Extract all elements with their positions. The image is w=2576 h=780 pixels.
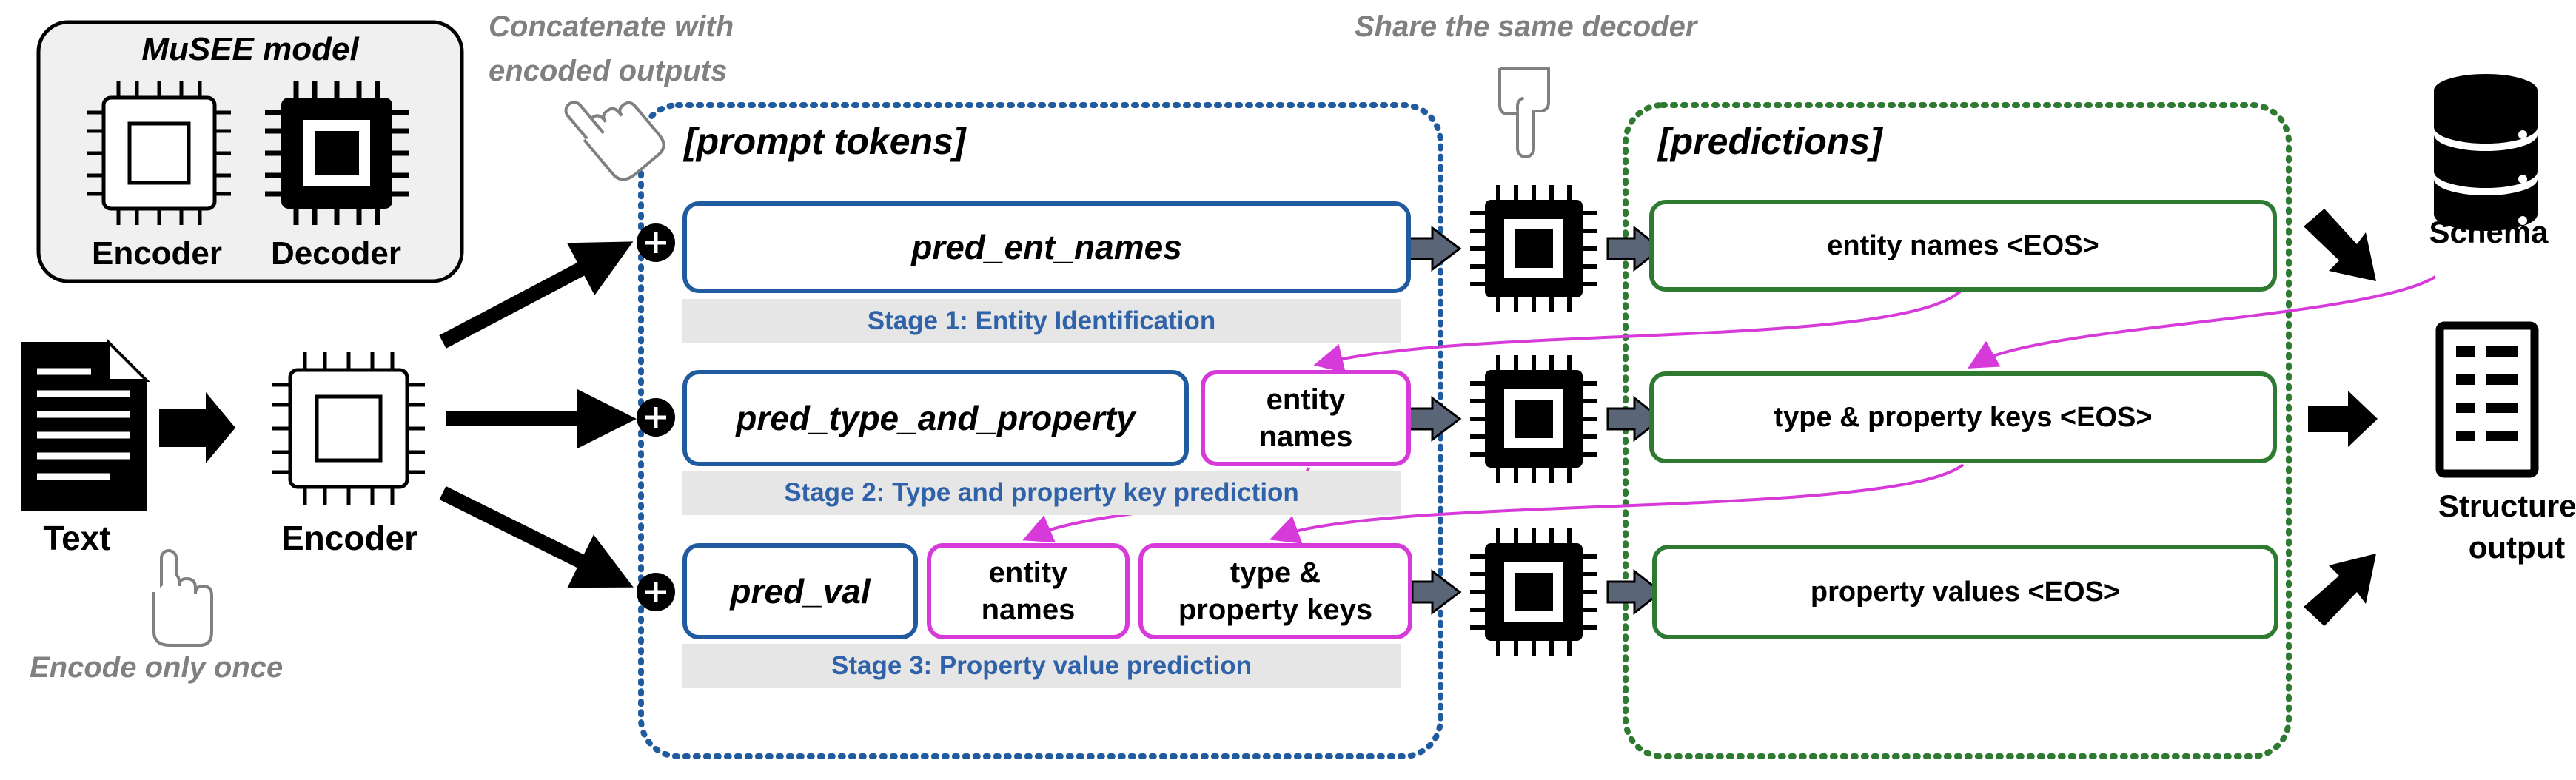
pred1-to-output-arrow [2304,209,2376,281]
plus-circle-icon [637,573,675,611]
predictions-title: [predictions] [1658,121,1882,162]
chip-filled-icon [1470,355,1597,483]
decoder2-to-prediction-arrow [1606,395,1663,443]
token-type-property-keys: type & property keys [1138,543,1412,639]
schema-to-stage2-curve [1968,275,2437,369]
token-type-keys-line1: type & [1230,557,1321,589]
pointing-hand-icon [152,549,213,647]
chip-outline-icon [272,352,425,505]
token-entity-names-stage2: entity names [1201,370,1411,466]
token-entity-names-line2: names [981,594,1076,626]
pointing-hand-icon [1498,67,1550,158]
encoder-to-stage1-arrow [439,241,634,349]
prediction-entity-names-label: entity names <EOS> [1827,229,2099,261]
prediction-type-property-keys-label: type & property keys <EOS> [1774,401,2153,433]
prediction-type-property-keys: type & property keys <EOS> [1649,371,2277,463]
token-entity-names-line1: entity [1266,383,1346,416]
pred3-to-output-arrow [2304,554,2376,626]
prompt-pred-ent-names: pred_ent_names [682,201,1411,293]
pointing-hand-icon [564,101,665,181]
stage2-label: Stage 2: Type and property key predictio… [682,471,1401,515]
model-box-title: MuSEE model [141,31,359,67]
token-entity-names-stage3: entity names [927,543,1130,639]
entity-names-to-stage2-curve [1313,290,1962,373]
plus-circle-icon [637,223,675,262]
document-icon [21,338,150,511]
structured-output-label-line2: output [2468,530,2566,565]
decoder1-to-prediction-arrow [1606,225,1663,272]
prompt-pred-ent-names-label: pred_ent_names [911,228,1182,266]
prompt1-to-decoder-arrow [1405,225,1462,272]
encoder-to-stage3-arrow [439,486,634,588]
text-label: Text [43,519,111,557]
prediction-property-values: property values <EOS> [1652,545,2278,639]
token-entity-names-line1: entity [988,557,1068,589]
database-icon [2434,74,2538,231]
token-type-keys-line2: property keys [1178,594,1373,626]
concatenate-annotation-line1: Concatenate with [489,10,734,43]
predictions-container [1623,102,2292,759]
stage3-label: Stage 3: Property value prediction [682,644,1401,688]
stage1-label: Stage 1: Entity Identification [682,299,1401,343]
prompt-pred-val-label: pred_val [730,572,871,611]
chip-filled-icon [265,81,409,225]
pred2-to-output-arrow [2308,391,2378,447]
plus-circle-icon [637,398,675,437]
prediction-entity-names: entity names <EOS> [1649,200,2277,292]
prompt-pred-val: pred_val [682,543,918,639]
concatenate-annotation-line2: encoded outputs [489,55,728,87]
prediction-property-values-label: property values <EOS> [1810,576,2121,608]
prompt3-to-decoder-arrow [1411,568,1462,616]
prompt2-to-decoder-arrow [1405,395,1462,443]
prompt-pred-type-and-property: pred_type_and_property [682,370,1189,466]
encode-once-annotation: Encode only once [30,651,284,684]
schema-label: Schema [2429,215,2549,249]
chip-filled-icon [1470,185,1597,312]
model-box [36,20,464,283]
text-to-encoder-arrow [159,392,235,463]
token-entity-names-line2: names [1258,420,1353,453]
model-box-encoder-label: Encoder [91,235,223,272]
structured-output-label-line1: Structured [2438,488,2576,523]
chip-filled-icon [1470,528,1597,656]
encoder-label: Encoder [281,519,418,557]
chip-outline-icon [87,81,231,225]
keys-to-stage3-curve [1269,463,1965,544]
model-box-decoder-label: Decoder [270,235,402,272]
decoder3-to-prediction-arrow [1606,568,1663,616]
prompt-tokens-title: [prompt tokens] [684,121,966,162]
prompt-pred-type-and-property-label: pred_type_and_property [736,399,1136,437]
share-decoder-annotation: Share the same decoder [1355,10,1697,43]
clipboard-list-icon [2435,321,2539,478]
